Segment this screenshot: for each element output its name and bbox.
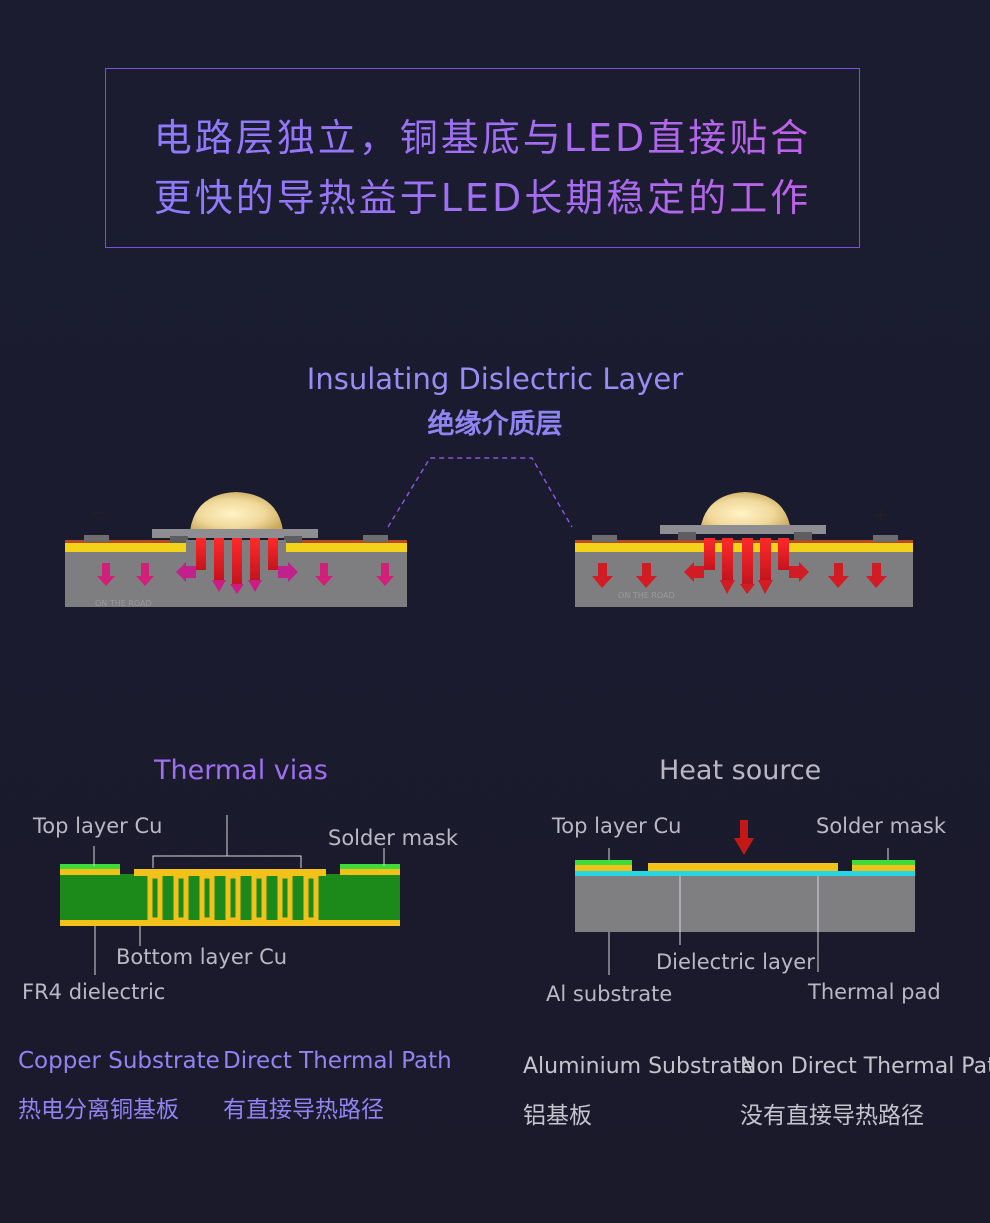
headline-box: 电路层独立，铜基底与LED直接贴合 更快的导热益于LED长期稳定的工作 <box>105 68 860 248</box>
insulating-title-cn: 绝缘介质层 <box>427 409 563 440</box>
right-plus: + <box>874 505 887 524</box>
led-diagram-aluminium: − + ON THE ROAD <box>563 492 913 607</box>
copper-fr4-label: FR4 dielectric <box>22 980 166 1004</box>
copper-caption-en-1: Copper Substrate <box>18 1048 220 1074</box>
copper-section-title: Thermal vias <box>154 755 328 786</box>
al-block <box>575 876 915 932</box>
al-caption-cn-2: 没有直接导热路径 <box>740 1103 924 1129</box>
al-substrate-label: Al substrate <box>546 982 673 1006</box>
al-thermal-pad-label: Thermal pad <box>808 980 941 1004</box>
al-solder-mask-label: Solder mask <box>816 814 946 838</box>
copper-solder-mask-label: Solder mask <box>328 826 458 850</box>
callout-dashes <box>387 457 573 528</box>
aluminium-section-title: Heat source <box>659 755 822 786</box>
led-diagram-copper: − + ON THE ROAD <box>65 492 407 608</box>
led-dome-right <box>700 492 791 531</box>
solder-mask-right <box>340 864 400 869</box>
copper-top-layer-label: Top layer Cu <box>33 814 163 838</box>
al-caption-cn-1: 铝基板 <box>523 1103 592 1129</box>
copper-bottom-layer-label: Bottom layer Cu <box>116 945 288 969</box>
insulating-title-en: Insulating Dislectric Layer <box>306 362 684 396</box>
solder-mask-left <box>60 864 120 869</box>
headline-line-2: 更快的导热益于LED长期稳定的工作 <box>106 167 859 222</box>
al-dielectric-label: Dielectric layer <box>656 950 815 974</box>
copper-caption-cn-2: 有直接导热路径 <box>223 1097 384 1123</box>
headline-line-1: 电路层独立，铜基底与LED直接贴合 <box>106 107 859 162</box>
led-dome-left <box>190 492 283 531</box>
aluminium-section-diagram <box>575 820 915 975</box>
copper-caption-en-2: Direct Thermal Path <box>223 1048 452 1074</box>
watermark-left: ON THE ROAD <box>95 599 152 608</box>
right-minus: − <box>563 503 576 522</box>
heat-arrow-icon <box>734 838 754 855</box>
dielectric-layer <box>575 871 915 876</box>
bottom-cu <box>60 920 400 926</box>
al-caption-en-2: Non Direct Thermal Path <box>740 1054 990 1079</box>
al-top-layer-label: Top layer Cu <box>552 814 682 838</box>
watermark-right: ON THE ROAD <box>618 591 675 600</box>
copper-caption-cn-1: 热电分离铜基板 <box>18 1097 179 1123</box>
thermal-pad <box>648 863 838 871</box>
copper-section-diagram <box>60 815 400 975</box>
left-plus: + <box>390 505 403 524</box>
al-caption-en-1: Aluminium Substrate <box>523 1054 755 1079</box>
left-minus: − <box>91 503 104 522</box>
